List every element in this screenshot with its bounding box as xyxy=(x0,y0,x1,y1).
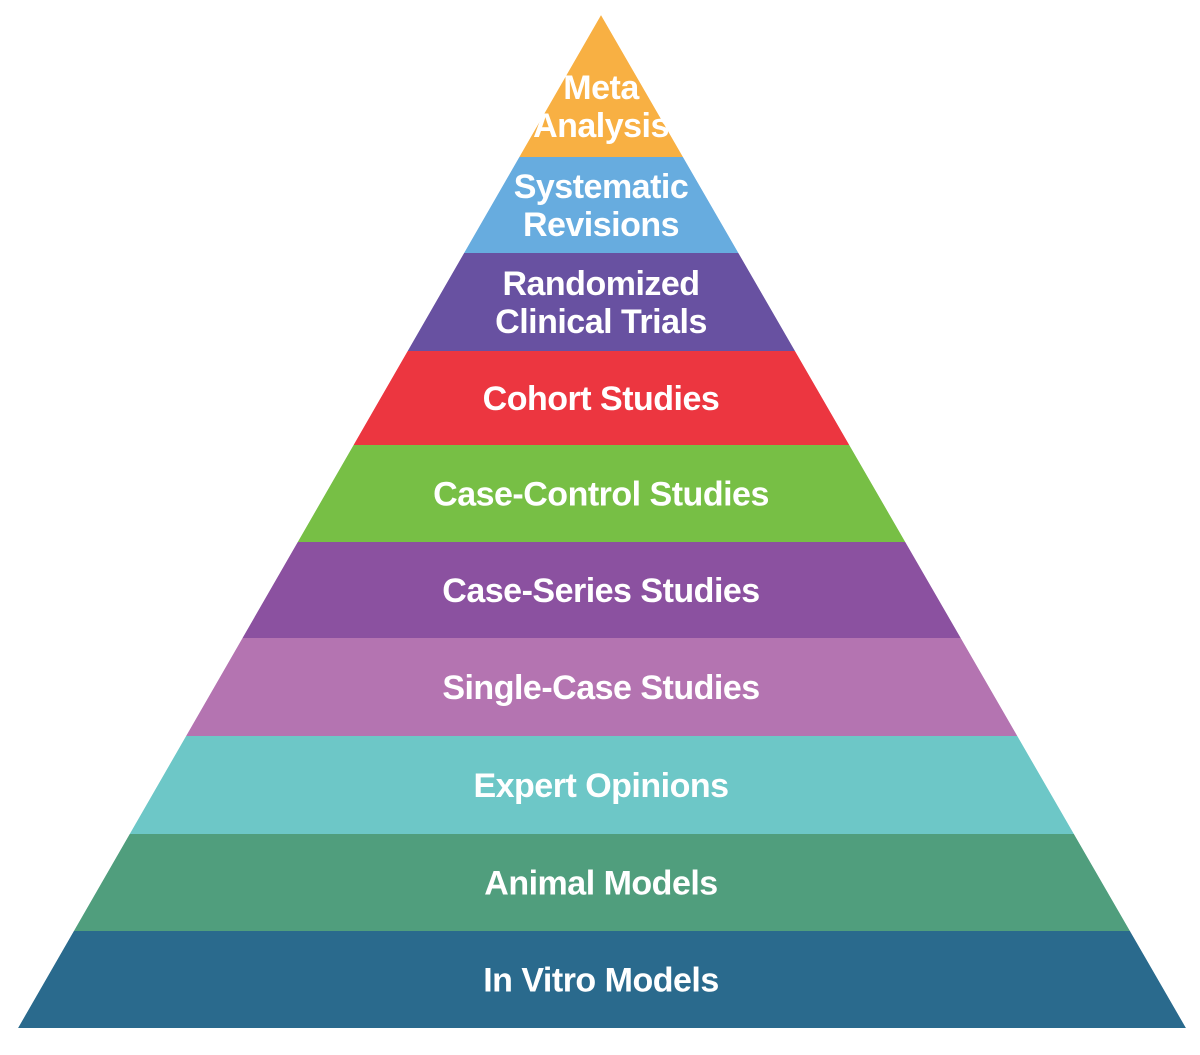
tier-label-line: In Vitro Models xyxy=(483,961,719,999)
tier-label-line: Analysis xyxy=(533,107,669,145)
tier-label-line: Case-Series Studies xyxy=(442,572,759,610)
tier-in-vitro-models xyxy=(18,931,1186,1028)
tier-label-in-vitro-models: In Vitro Models xyxy=(483,961,719,999)
tier-cohort-studies xyxy=(353,351,850,445)
tier-meta-analysis xyxy=(519,15,684,157)
tier-label-single-case-studies: Single-Case Studies xyxy=(442,669,759,707)
tier-animal-models xyxy=(73,834,1130,931)
tier-label-cohort-studies: Cohort Studies xyxy=(483,380,720,418)
tier-randomized-clinical-trials xyxy=(407,253,796,351)
tier-label-line: Revisions xyxy=(523,206,679,244)
tier-single-case-studies xyxy=(186,638,1018,736)
tier-label-line: Systematic xyxy=(514,168,689,206)
tier-label-animal-models: Animal Models xyxy=(484,864,717,902)
tier-case-series-studies xyxy=(242,542,961,638)
tier-label-case-series-studies: Case-Series Studies xyxy=(442,572,759,610)
tier-label-line: Cohort Studies xyxy=(483,380,720,418)
tier-label-line: Animal Models xyxy=(484,864,717,902)
tier-label-line: Single-Case Studies xyxy=(442,669,759,707)
tier-label-case-control-studies: Case-Control Studies xyxy=(433,475,769,513)
tier-label-line: Expert Opinions xyxy=(473,767,728,805)
tier-case-control-studies xyxy=(297,445,906,542)
tier-expert-opinions xyxy=(129,736,1074,834)
tier-systematic-revisions xyxy=(464,157,739,253)
tier-label-expert-opinions: Expert Opinions xyxy=(473,767,728,805)
tier-label-line: Meta xyxy=(563,69,640,107)
tier-label-line: Randomized xyxy=(502,265,699,303)
tier-label-line: Case-Control Studies xyxy=(433,475,769,513)
tier-label-line: Clinical Trials xyxy=(495,303,707,341)
